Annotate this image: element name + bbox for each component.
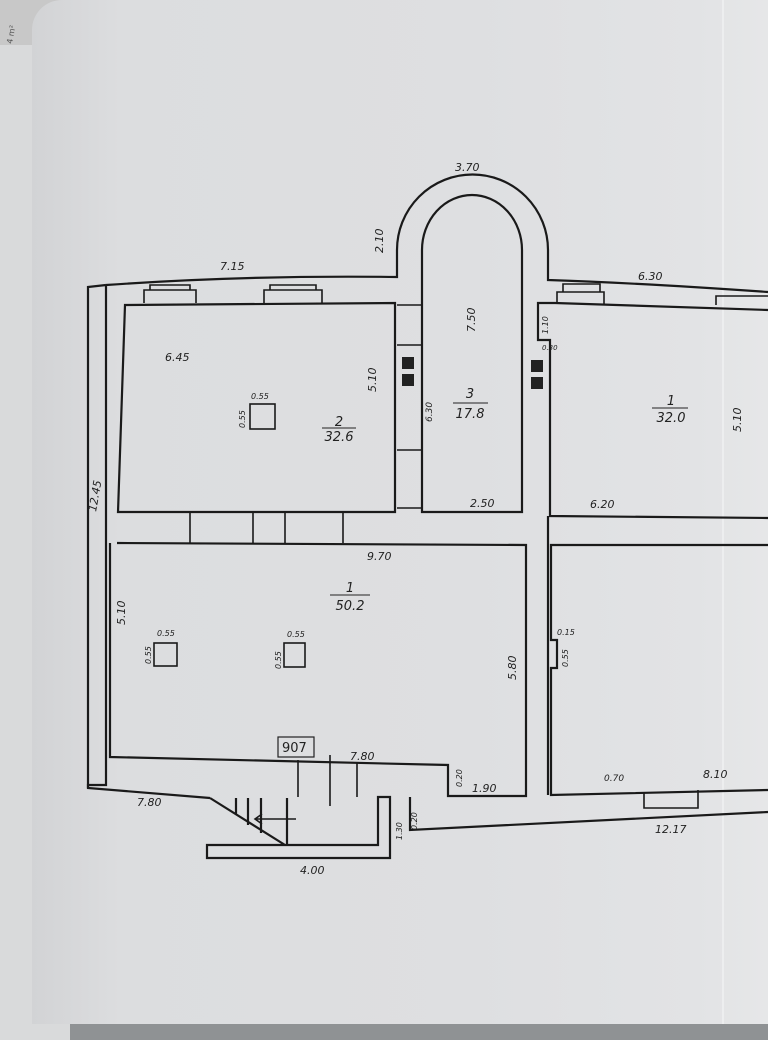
stamp-box — [277, 736, 315, 758]
partition — [189, 512, 344, 543]
room-label-3: 3 17.8 — [453, 387, 488, 422]
corridor — [397, 304, 422, 509]
window — [263, 284, 323, 303]
stair-arrow-icon — [253, 813, 296, 825]
dimension: 0.55 — [561, 649, 570, 667]
room-2-walls — [116, 301, 397, 514]
vent-icon — [402, 374, 414, 386]
room-number: 3 — [466, 387, 474, 402]
arch-inner — [420, 193, 524, 514]
dimension: 8.10 — [703, 768, 728, 781]
entrance — [297, 755, 358, 806]
room-area: 32.6 — [325, 430, 354, 445]
dimension: 0.55 — [274, 651, 283, 669]
window — [715, 295, 768, 305]
dimension: 0.20 — [410, 812, 419, 830]
dimension: 7.15 — [220, 260, 245, 273]
dimension: 6.20 — [590, 498, 615, 511]
room-label-1-right: 1 32.0 — [652, 394, 688, 426]
dimension: 0.55 — [157, 629, 175, 638]
room-label-2: 2 32.6 — [322, 415, 356, 445]
dimension: 12.17 — [655, 823, 687, 836]
room-label-1-hall: 1 50.2 — [330, 581, 370, 614]
dimension: 7.80 — [137, 796, 162, 809]
dimension: 0.55 — [251, 392, 269, 401]
vent-icon — [402, 357, 414, 369]
window — [143, 284, 197, 303]
room-number: 1 — [667, 394, 675, 409]
window — [643, 790, 699, 809]
dimension: 9.70 — [367, 550, 392, 563]
dimension: 12.45 — [86, 479, 104, 512]
room-right-lower-walls — [549, 543, 768, 797]
lower-outer-wall — [408, 797, 768, 832]
outer-wall — [86, 173, 768, 800]
room-1-right-walls — [536, 301, 768, 520]
dimension: 7.80 — [350, 750, 375, 763]
outer-wall-left — [86, 283, 107, 788]
dimension: 5.10 — [366, 368, 379, 393]
dimension: 1.30 — [395, 822, 404, 840]
dimension: 0.55 — [287, 630, 305, 639]
dimension: 0.70 — [604, 774, 624, 784]
dimension: 5.10 — [115, 601, 128, 626]
dimension: 1.10 — [541, 316, 550, 334]
room-area: 17.8 — [456, 407, 485, 422]
dimension: 0.55 — [238, 410, 247, 428]
dimension: 6.30 — [425, 402, 435, 422]
room-area: 50.2 — [336, 599, 365, 614]
column — [153, 642, 178, 667]
dimension: 0.15 — [557, 628, 575, 637]
dimension-labels: 3.70 2.10 7.15 6.30 6.45 5.10 0.55 0.55 … — [86, 161, 744, 877]
dimension: 6.30 — [638, 270, 663, 283]
column — [283, 642, 306, 668]
room-number: 2 — [335, 415, 343, 430]
hall-walls — [108, 541, 528, 798]
dimension: 0.55 — [144, 646, 153, 664]
dimension: 0.20 — [455, 769, 464, 787]
window — [556, 283, 605, 304]
vent-icon — [531, 377, 543, 389]
room-area: 32.0 — [657, 411, 686, 426]
dimension: 1.90 — [472, 782, 497, 795]
stairs — [205, 795, 392, 860]
dimension: 4.00 — [300, 864, 325, 877]
column — [249, 403, 276, 430]
dimension: 5.80 — [506, 656, 519, 681]
dimension: 5.10 — [731, 408, 744, 433]
dimension: 7.50 — [465, 308, 478, 333]
stamp-number: 907 — [282, 741, 307, 756]
dimension: 2.10 — [373, 229, 386, 254]
vent-icon — [531, 360, 543, 372]
paper-fold — [722, 0, 724, 1024]
room-number: 1 — [346, 581, 354, 596]
dimension: 3.70 — [455, 161, 480, 174]
dimension: 2.50 — [470, 497, 495, 510]
dimension: 0.30 — [542, 344, 558, 352]
dimension: 6.45 — [165, 351, 190, 364]
